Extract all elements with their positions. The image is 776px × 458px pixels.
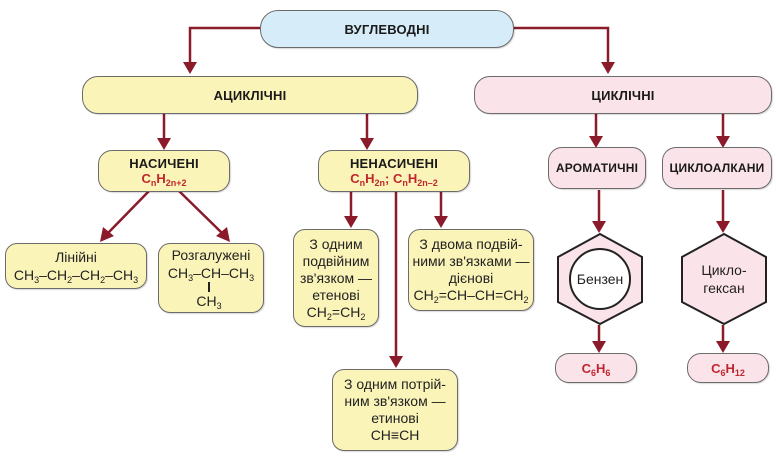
arrow-root-cyclic	[512, 26, 610, 64]
linear-formula: CH3–CH2–CH2–CH3	[13, 267, 139, 285]
arrow-saturated-linear	[107, 189, 151, 234]
ethene-formula: CH2=CH2	[306, 303, 366, 322]
one-double-line: етенові	[312, 286, 360, 303]
arrowhead	[389, 356, 403, 368]
arrowhead	[716, 221, 730, 233]
two-double-line: дієнові	[448, 270, 494, 286]
arrow-root-acyclic	[188, 26, 262, 64]
node-one-double-bond: З одним подвійним зв'язком — етенові CH2…	[293, 229, 379, 327]
unsaturated-general-formula: CnH2n; CnH2n–2	[350, 171, 438, 188]
arrowhead	[157, 138, 171, 150]
arrowhead	[344, 216, 358, 228]
cyclohexane-label: Цикло- гексан	[701, 262, 747, 296]
node-benzene-formula: C6H6	[555, 353, 637, 383]
arrowhead	[183, 62, 197, 74]
node-acyclic-label: АЦИКЛІЧНІ	[213, 87, 287, 103]
arrowhead	[216, 227, 230, 242]
ethyne-formula: CH≡CH	[370, 427, 420, 443]
node-unsaturated-label: НЕНАСИЧЕНІ	[349, 156, 439, 171]
arrowhead	[100, 227, 114, 242]
node-aromatic-label: АРОМАТИЧНІ	[555, 161, 639, 175]
node-hydrocarbons-label: ВУГЛЕВОДНІ	[344, 21, 430, 37]
benzene-formula: C6H6	[581, 360, 611, 378]
one-triple-line: З одним потрій-	[344, 376, 446, 392]
node-cycloalkanes: ЦИКЛОАЛКАНИ	[662, 147, 772, 189]
saturated-general-formula: CnH2n+2	[141, 171, 187, 188]
node-one-triple-bond: З одним потрій- ним зв'язком — етинові C…	[332, 369, 458, 451]
node-aromatic: АРОМАТИЧНІ	[548, 147, 646, 189]
benzene-hexagon	[557, 232, 643, 326]
two-double-line: З двома подвій-	[419, 236, 523, 252]
branched-formula-branch: CH3	[196, 293, 222, 311]
node-hydrocarbons: ВУГЛЕВОДНІ	[260, 10, 514, 48]
cyclohexane-formula: C6H12	[711, 360, 745, 378]
branched-formula-main: CH3–CH–CH3	[167, 265, 255, 283]
two-double-line: ними зв'язками —	[412, 253, 530, 269]
node-acyclic: АЦИКЛІЧНІ	[82, 76, 418, 114]
node-two-double-bonds: З двома подвій- ними зв'язками — дієнові…	[408, 229, 534, 311]
arrow-saturated-branched	[177, 189, 223, 234]
arrowhead	[592, 221, 606, 233]
node-cyclic: ЦИКЛІЧНІ	[474, 76, 772, 114]
node-cyclohexane-formula: C6H12	[687, 353, 769, 383]
node-saturated-label: НАСИЧЕНІ	[129, 156, 199, 171]
diene-formula: CH2=CH–CH=CH2	[413, 287, 529, 305]
aromatic-ring-circle	[569, 248, 631, 310]
arrowhead	[360, 138, 374, 150]
arrowhead	[434, 216, 448, 228]
one-double-line: З одним	[309, 235, 363, 252]
arrowhead	[589, 136, 603, 148]
one-double-line: подвійним	[302, 252, 370, 269]
cyclohexane-hexagon	[681, 232, 767, 326]
node-branched: Розгалужені CH3–CH–CH3 CH3	[158, 243, 264, 313]
one-triple-line: ним зв'язком —	[344, 393, 446, 409]
arrowhead	[592, 341, 606, 353]
arrowhead	[716, 136, 730, 148]
node-unsaturated: НЕНАСИЧЕНІ CnH2n; CnH2n–2	[318, 150, 470, 192]
node-cyclic-label: ЦИКЛІЧНІ	[591, 87, 655, 103]
node-cycloalkanes-label: ЦИКЛОАЛКАНИ	[669, 161, 765, 175]
benzene-label: Бензен	[576, 271, 624, 287]
one-triple-line: етинові	[371, 410, 419, 426]
branch-bond	[208, 282, 210, 292]
node-branched-label: Розгалужені	[171, 247, 251, 263]
node-linear: Лінійні CH3–CH2–CH2–CH3	[5, 243, 147, 289]
arrowhead	[601, 62, 615, 74]
node-saturated: НАСИЧЕНІ CnH2n+2	[98, 150, 230, 192]
node-linear-label: Лінійні	[55, 249, 97, 265]
arrowhead	[716, 341, 730, 353]
one-double-line: зв'язком —	[299, 269, 373, 286]
